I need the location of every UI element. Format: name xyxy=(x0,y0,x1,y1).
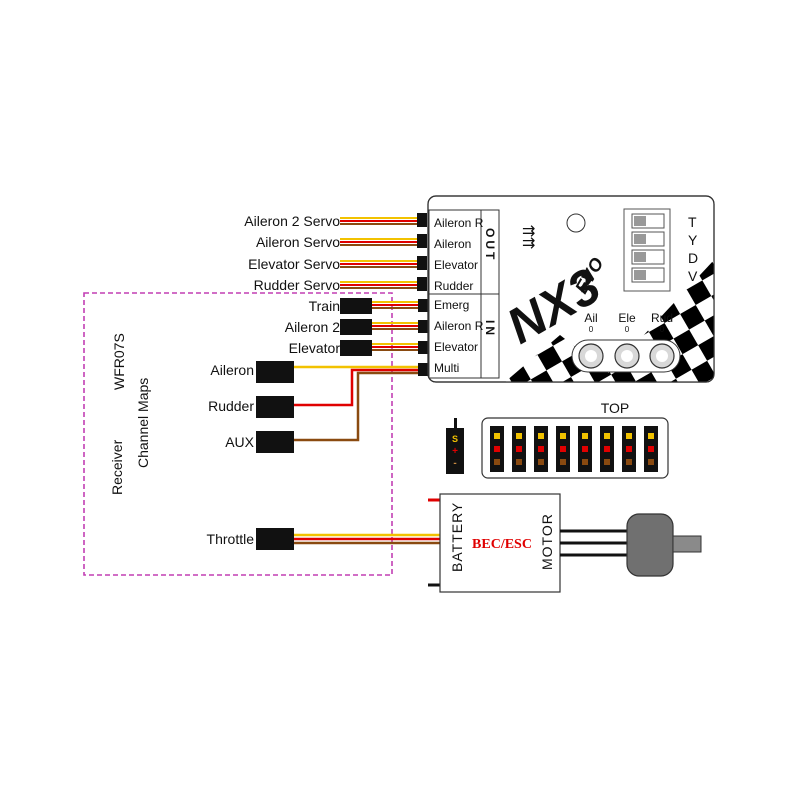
dip-letter-t: T xyxy=(688,214,697,230)
esc-module: BATTERY BEC/ESC MOTOR xyxy=(439,493,561,593)
receiver-box xyxy=(83,292,393,576)
gyro-in-port-aileron-r: Aileron R xyxy=(434,319,484,333)
dip-letter-v: V xyxy=(688,268,698,284)
esc-motor-label: MOTOR xyxy=(539,513,555,570)
pin xyxy=(604,433,610,439)
pin xyxy=(560,433,566,439)
pin xyxy=(538,459,544,465)
knob-zero-ail: 0 xyxy=(589,325,594,334)
pin xyxy=(648,459,654,465)
pin xyxy=(648,446,654,452)
servo-label-aileron-2: Aileron 2 Servo xyxy=(244,213,340,229)
pin xyxy=(516,446,522,452)
receiver-label-rudder: Rudder xyxy=(208,398,254,414)
motor-wires xyxy=(560,529,628,557)
pin xyxy=(538,446,544,452)
gyro-in-port-multi: Multi xyxy=(434,361,459,375)
receiver-label-throttle: Throttle xyxy=(207,531,255,547)
receiver-out-label-elevator: Elevator xyxy=(289,340,341,356)
pin xyxy=(582,446,588,452)
receiver-subtitle: Channel Maps xyxy=(135,378,151,468)
pin-header: TOP xyxy=(481,400,669,479)
connector-legend: S + - xyxy=(446,418,464,474)
arrow-icon: ⇉ xyxy=(522,221,535,240)
legend-minus: - xyxy=(453,458,456,469)
pin xyxy=(494,459,500,465)
gyro-module: Aileron R Aileron Elevator Rudder Emerg … xyxy=(427,195,715,383)
arrow-icon: ⇉ xyxy=(522,233,535,252)
dip-letter-d: D xyxy=(688,250,698,266)
gain-knob-rud[interactable] xyxy=(649,343,675,369)
pin xyxy=(626,446,632,452)
receiver-out-label-train: Train xyxy=(309,298,340,314)
motor xyxy=(626,513,702,577)
servo-wire-aileron-2 xyxy=(340,217,418,225)
pin-grid xyxy=(490,426,658,472)
pin xyxy=(494,433,500,439)
legend-s: S xyxy=(452,434,458,444)
dip-letter-y: Y xyxy=(688,232,698,248)
pin xyxy=(626,459,632,465)
pin xyxy=(516,433,522,439)
receiver-model: WFR07S xyxy=(111,333,127,390)
pin xyxy=(604,446,610,452)
pin xyxy=(516,459,522,465)
multi-wiring xyxy=(256,361,428,453)
receiver-label-aileron: Aileron xyxy=(210,362,254,378)
gyro-in-port-elevator: Elevator xyxy=(434,340,478,354)
servo-wire-aileron xyxy=(340,238,418,246)
gyro-out-port-rudder: Rudder xyxy=(434,279,473,293)
knob-label-ele: Ele xyxy=(618,311,636,325)
gyro-out-label: OUT xyxy=(483,228,497,262)
pin xyxy=(626,433,632,439)
gyro-out-port-elevator: Elevator xyxy=(434,258,478,272)
pin xyxy=(604,459,610,465)
pin xyxy=(560,446,566,452)
led-hole xyxy=(566,213,586,233)
pin-header-label: TOP xyxy=(601,400,630,416)
pin xyxy=(494,446,500,452)
receiver-label-aux: AUX xyxy=(225,434,254,450)
servo-label-rudder: Rudder Servo xyxy=(254,277,341,293)
gyro-out-port-aileron: Aileron xyxy=(434,237,471,251)
pin xyxy=(582,433,588,439)
gain-knob-ele[interactable] xyxy=(614,343,640,369)
pin xyxy=(648,433,654,439)
gyro-in-port-emerg: Emerg xyxy=(434,298,469,312)
servo-wire-rudder xyxy=(340,281,418,289)
knob-label-rud: Rud xyxy=(651,311,673,325)
servo-wires xyxy=(340,213,427,291)
throttle-wire xyxy=(256,528,440,550)
pin xyxy=(560,459,566,465)
servo-label-aileron: Aileron Servo xyxy=(256,234,340,250)
knob-zero-ele: 0 xyxy=(625,325,630,334)
pin xyxy=(538,433,544,439)
servo-label-elevator: Elevator Servo xyxy=(248,256,340,272)
receiver-out-wires xyxy=(340,298,428,356)
knob-label-ail: Ail xyxy=(584,311,597,325)
gyro-out-port-aileron-r: Aileron R xyxy=(434,216,484,230)
knob-zero-rud: 0 xyxy=(660,325,665,334)
esc-battery-label: BATTERY xyxy=(449,502,465,572)
gain-knob-ail[interactable] xyxy=(578,343,604,369)
receiver-title: Receiver xyxy=(109,439,125,495)
legend-plus: + xyxy=(452,446,458,457)
receiver-out-label-aileron-2: Aileron 2 xyxy=(285,319,340,335)
gyro-in-label: IN xyxy=(483,320,497,338)
servo-wire-elevator xyxy=(340,260,418,268)
esc-center-label: BEC/ESC xyxy=(472,537,532,552)
pin xyxy=(582,459,588,465)
